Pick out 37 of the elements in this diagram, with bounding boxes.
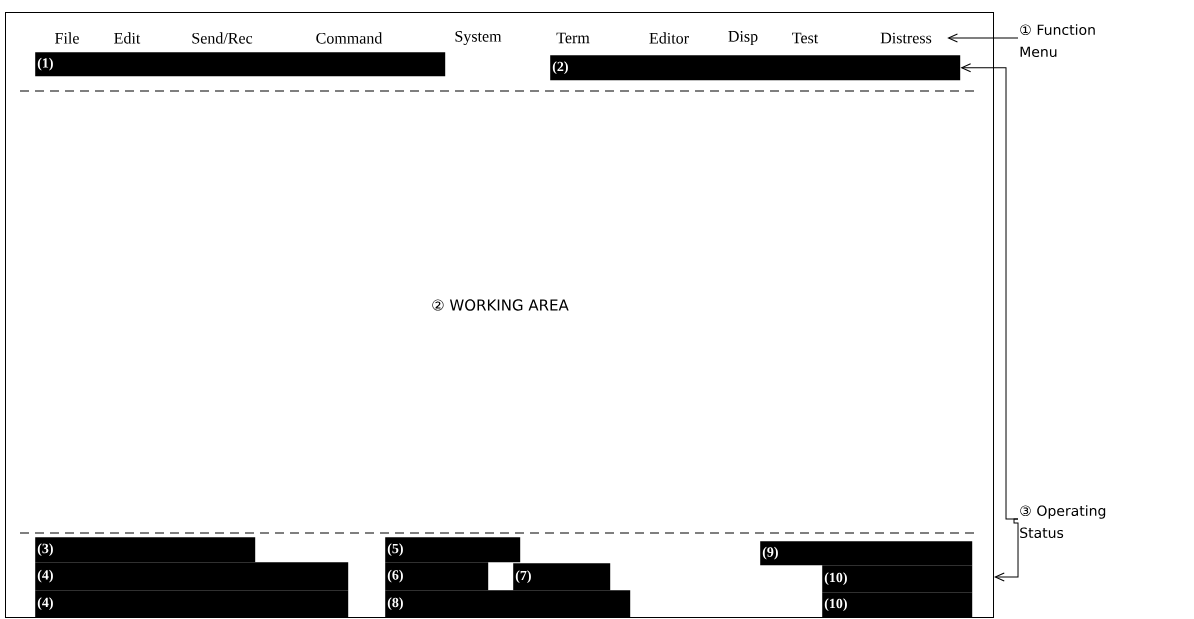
menu-item: Send/Rec (192, 32, 253, 44)
menu-item: Disp (728, 31, 758, 45)
node-label: (3) (37, 543, 53, 557)
callout-label: ① Function Menu (1020, 24, 1095, 58)
area-label: ② WORKING AREA (432, 299, 569, 311)
status-bar: (7) (513, 563, 611, 591)
status-bar: (10) (822, 592, 973, 618)
menu-item: Distress (880, 32, 932, 44)
menu-item: Edit (114, 32, 141, 44)
node-label: (8) (387, 597, 403, 611)
status-bar: (2) (550, 55, 961, 81)
arrow (947, 33, 1019, 43)
status-bar: (10) (822, 565, 973, 593)
menu-item: System (455, 31, 502, 45)
arrow (994, 518, 1019, 582)
menu-item: Test (792, 32, 819, 44)
node-label: (4) (37, 569, 53, 583)
status-bar: (1) (35, 52, 446, 77)
status-bar: (6) (385, 562, 489, 591)
node-label: (4) (37, 597, 53, 611)
status-bar: (3) (35, 537, 256, 563)
status-bar: (9) (760, 541, 973, 566)
node-label: (9) (762, 546, 778, 560)
callout-label: ③ Operating Status (1020, 505, 1106, 539)
node-label: (10) (824, 598, 847, 612)
menu-item: Term (556, 32, 590, 44)
status-bar: (5) (385, 537, 521, 563)
node-label: (6) (387, 569, 403, 583)
screen-frame (5, 12, 994, 618)
node-label: (5) (387, 543, 403, 557)
status-bar: (4) (35, 562, 349, 591)
menu-item: Editor (649, 32, 689, 44)
menu-item: Command (316, 32, 383, 44)
node-label: (10) (824, 572, 847, 586)
node-label: (7) (515, 570, 531, 584)
menu-item: File (55, 32, 79, 44)
status-bar: (4) (35, 590, 349, 618)
